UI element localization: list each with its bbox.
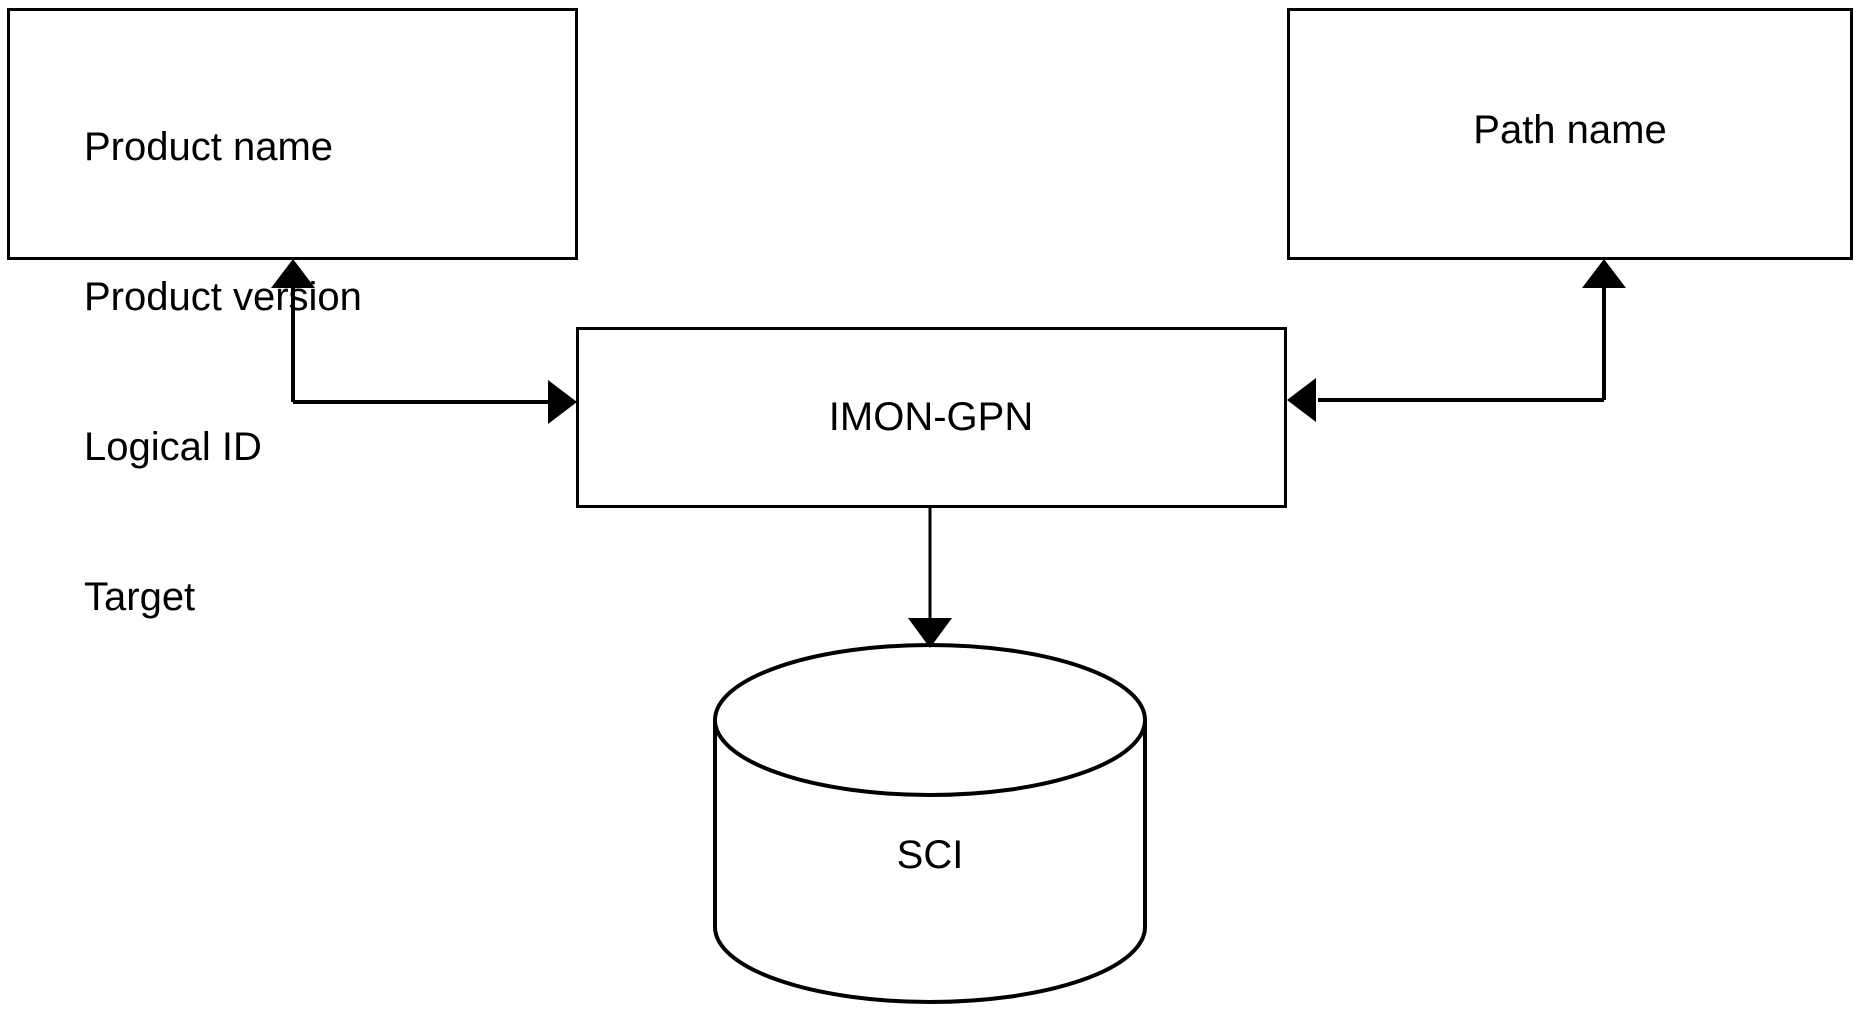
datastore-cylinder-top — [713, 643, 1147, 797]
arrowhead-up-pathname — [1582, 259, 1626, 288]
arrowhead-right-process — [548, 380, 577, 424]
edge-attributes-to-process[interactable] — [271, 259, 577, 424]
datastore-cylinder-body[interactable] — [713, 720, 1147, 1004]
path-name-box-shape[interactable] — [1287, 8, 1853, 260]
arrowhead-down-datastore — [908, 618, 952, 648]
edge-pathname-to-process[interactable] — [1287, 259, 1626, 422]
attributes-box-shape[interactable] — [7, 8, 578, 260]
edge-process-to-datastore[interactable] — [908, 507, 952, 648]
process-box-shape[interactable] — [576, 327, 1287, 508]
arrowhead-up-attributes — [271, 259, 315, 288]
arrowhead-left-process — [1287, 378, 1316, 422]
